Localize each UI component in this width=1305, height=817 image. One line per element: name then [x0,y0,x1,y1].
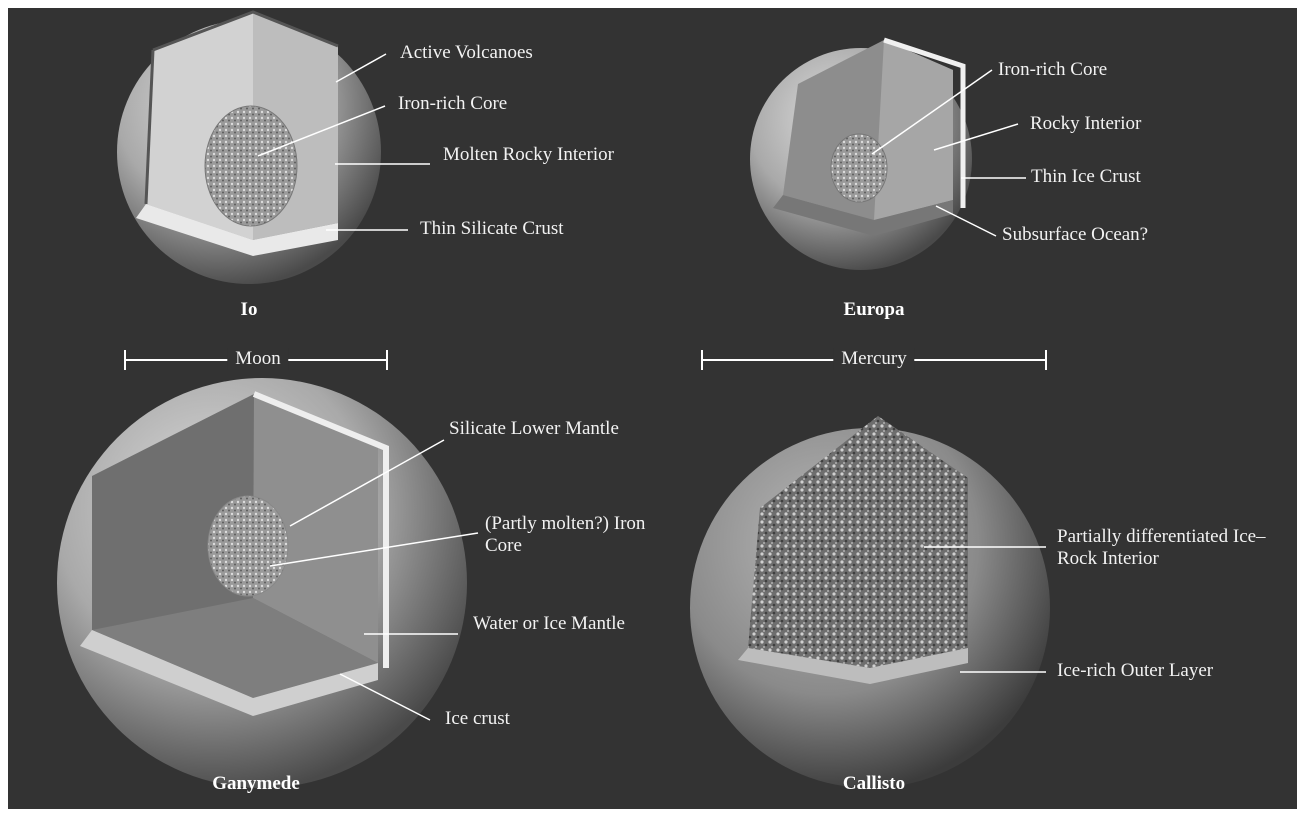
io-core-label: Iron-rich Core [398,93,507,115]
europa-crust-label: Thin Ice Crust [1031,166,1141,188]
diagram-panel: Active Volcanoes Iron-rich Core Molten R… [8,8,1297,809]
europa-sphere [750,40,972,270]
europa-ocean-label: Subsurface Ocean? [1002,224,1148,246]
callisto-outer-label: Ice-rich Outer Layer [1057,660,1213,682]
io-volcanoes-label: Active Volcanoes [400,42,533,64]
europa-title: Europa [774,299,974,321]
callisto-sphere [690,416,1050,788]
europa-core-label: Iron-rich Core [998,59,1107,81]
io-core [205,106,297,226]
callisto-title: Callisto [774,773,974,795]
ganymede-core [208,496,288,596]
callisto-interior-label: Partially differentiated Ice–Rock Interi… [1057,526,1282,570]
ganymede-mantle-label: Water or Ice Mantle [473,613,673,635]
mercury-scale-label: Mercury [833,348,914,370]
europa-core [831,134,887,202]
io-crust-label: Thin Silicate Crust [420,218,564,240]
io-title: Io [149,299,349,321]
io-interior-label: Molten Rocky Interior [443,144,643,166]
io-sphere [117,12,381,284]
ganymede-crust-label: Ice crust [445,708,510,730]
europa-interior-label: Rocky Interior [1030,113,1141,135]
ganymede-core-label: (Partly molten?) Iron Core [485,513,685,557]
ganymede-sphere [57,378,467,788]
moon-scale-label: Moon [227,348,288,370]
ganymede-title: Ganymede [156,773,356,795]
ganymede-lower-mantle-label: Silicate Lower Mantle [449,418,649,440]
